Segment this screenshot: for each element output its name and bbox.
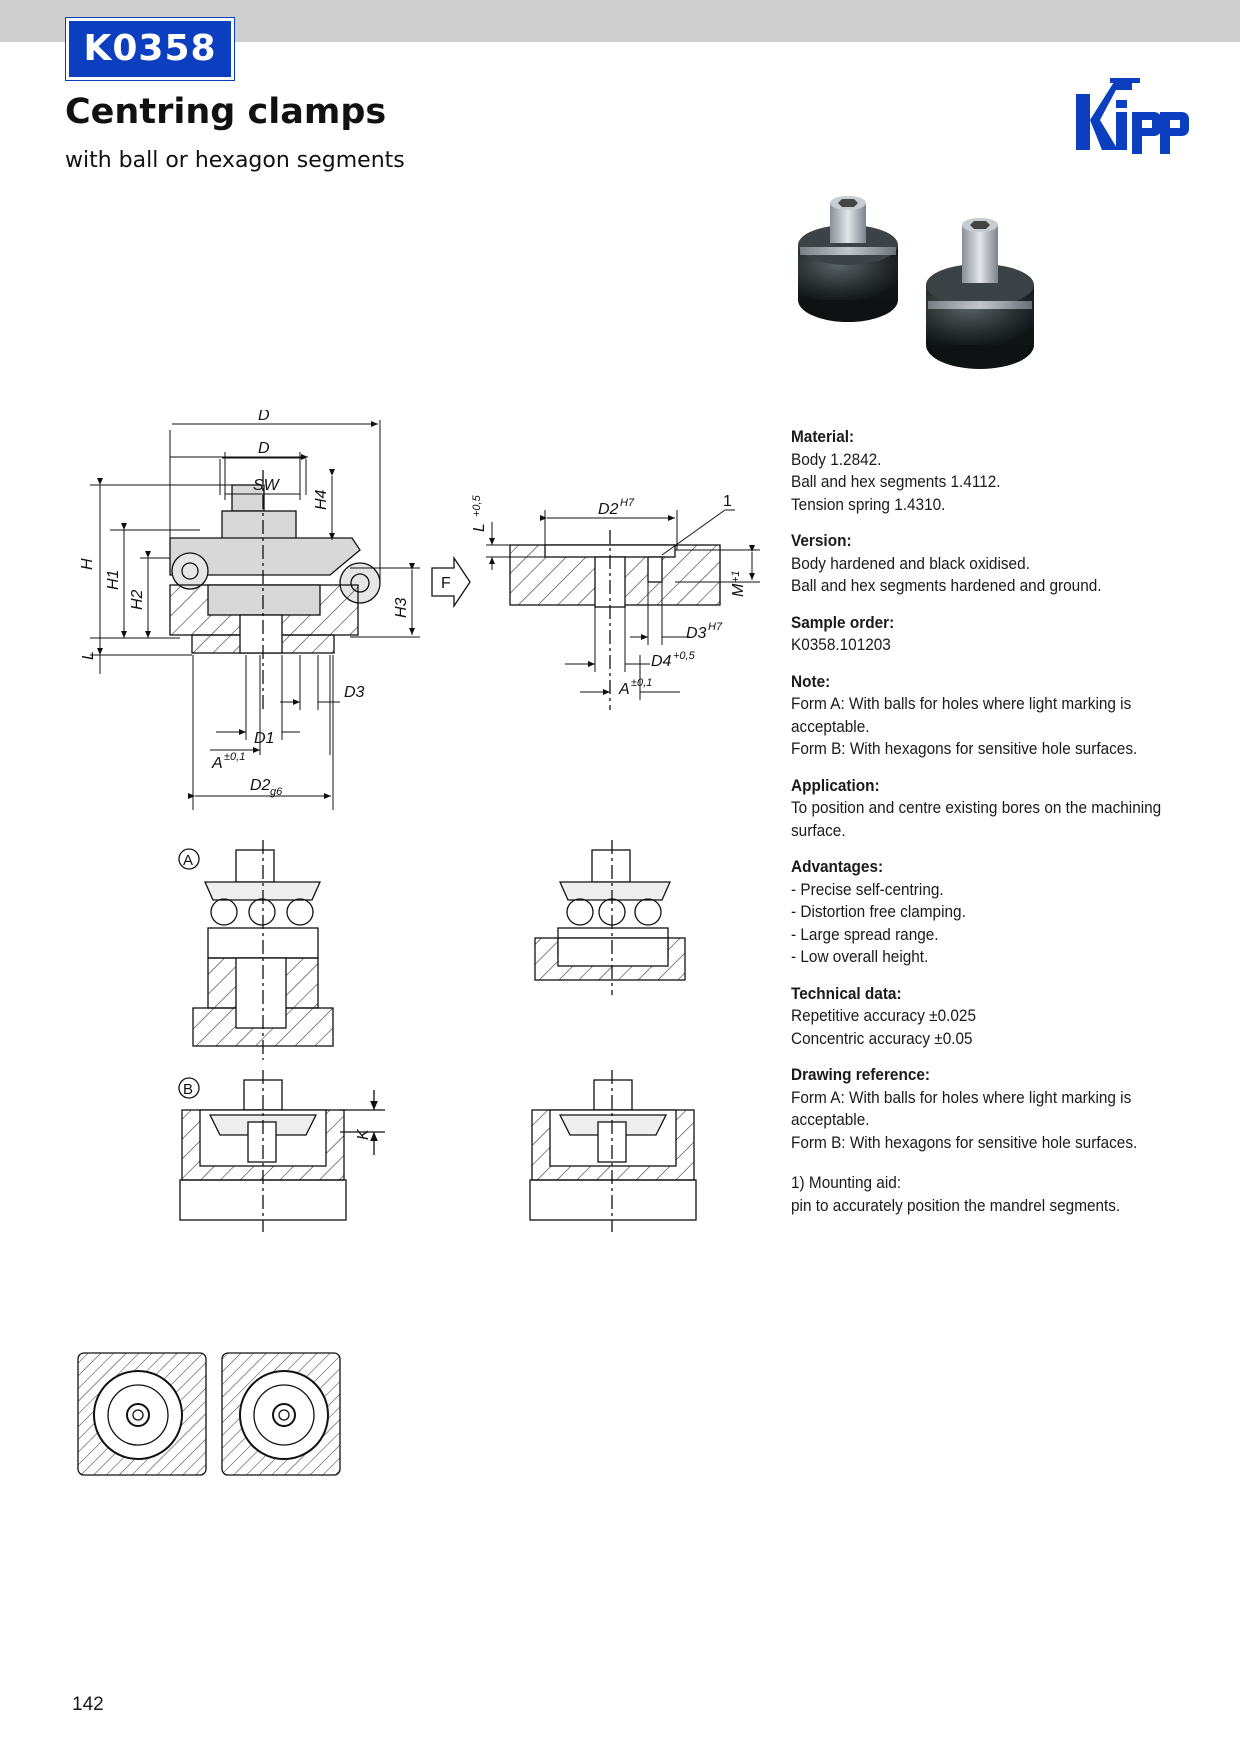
form-a-view-left: [192, 840, 334, 1060]
section-application: Application: To position and centre exis…: [791, 775, 1172, 843]
dim-label-l: L: [80, 651, 97, 660]
form-a-marker: [178, 848, 200, 870]
form-b-view-left: [179, 1070, 385, 1232]
dim-label-l-tol: +0,5: [471, 494, 483, 517]
form-b-view-right: [529, 1070, 697, 1232]
section-line: - Distortion free clamping.: [791, 903, 966, 921]
section-line: Body 1.2842.: [791, 450, 882, 469]
dim-label-h: H: [79, 558, 96, 570]
section-heading: Note:: [791, 672, 831, 691]
section-line: surface.: [791, 821, 846, 840]
bore-dimensions: [486, 509, 760, 700]
section-drawing-reference: Drawing reference: Form A: With balls fo…: [791, 1064, 1172, 1154]
dim-label-d3h7: D3: [686, 625, 707, 642]
dim-label-d-inner: D: [258, 440, 270, 457]
top-view-right: [221, 1352, 341, 1476]
dim-label-h4: H4: [313, 489, 330, 510]
section-heading: Application:: [791, 776, 880, 795]
product-photo: [798, 196, 1034, 369]
section-line: acceptable.: [791, 1111, 870, 1129]
section-material: Material: Body 1.2842. Ball and hex segm…: [791, 426, 1172, 516]
dim-label-d2h7: D2: [598, 501, 619, 518]
dim-label-d3: D3: [344, 684, 365, 701]
section-line: Concentric accuracy ±0.05: [791, 1029, 973, 1048]
dim-label-d4: D4: [651, 653, 672, 670]
section-heading: Material:: [791, 428, 855, 446]
footnote-ref: 1: [723, 493, 732, 510]
section-line: Repetitive accuracy ±0.025: [791, 1007, 976, 1025]
section-line: Form B: With hexagons for sensitive hole…: [791, 740, 1138, 758]
section-heading: Drawing reference:: [791, 1066, 931, 1084]
brand-logo: [1076, 78, 1189, 154]
section-line: - Precise self-centring.: [791, 880, 944, 899]
form-a-label: A: [183, 852, 193, 869]
section-line: Ball and hex segments hardened and groun…: [791, 577, 1102, 595]
dim-label-h3: H3: [393, 597, 410, 618]
dim-label-a2: A: [618, 681, 630, 698]
section-line: Ball and hex segments 1.4112.: [791, 473, 1001, 491]
page-subtitle: with ball or hexagon segments: [65, 148, 405, 173]
form-a-view-right: [534, 840, 686, 995]
section-line: - Low overall height.: [791, 948, 929, 966]
section-footnote: 1) Mounting aid: pin to accurately posit…: [791, 1172, 1172, 1217]
section-line: K0358.101203: [791, 636, 891, 654]
product-code-badge: K0358: [66, 18, 234, 80]
section-line: Form B: With hexagons for sensitive hole…: [791, 1133, 1138, 1152]
clamp-photo-left: [798, 196, 898, 322]
footnote-line: 1) Mounting aid:: [791, 1174, 902, 1192]
section-heading: Sample order:: [791, 613, 895, 632]
technical-drawing: D D SW H H1 H2 H4 H3 L D3 D1 A ±0,1 D2 g…: [77, 410, 760, 1476]
page-number: 142: [72, 1694, 104, 1715]
section-line: Form A: With balls for holes where light…: [791, 695, 1132, 713]
dim-label-a-tol: ±0,1: [224, 751, 245, 763]
section-line: Form A: With balls for holes where light…: [791, 1088, 1132, 1107]
section-line: acceptable.: [791, 717, 870, 736]
section-sample-order: Sample order: K0358.101203: [791, 612, 1172, 657]
main-dimensions: [90, 420, 420, 810]
section-technical-data: Technical data: Repetitive accuracy ±0.0…: [791, 983, 1172, 1051]
force-label: F: [441, 575, 451, 592]
form-b-label: B: [183, 1081, 193, 1098]
section-line: Body hardened and black oxidised.: [791, 554, 1030, 573]
section-line: - Large spread range.: [791, 925, 939, 944]
main-section-view: [169, 470, 381, 710]
info-column: Material: Body 1.2842. Ball and hex segm…: [791, 426, 1172, 1231]
dim-label-a: A: [211, 755, 223, 772]
force-arrow: [431, 555, 471, 609]
section-line: To position and centre existing bores on…: [791, 799, 1162, 817]
dim-label-a2-tol: ±0,1: [631, 677, 652, 689]
dim-label-d3-h7: H7: [708, 621, 723, 633]
dim-label-h7: H7: [620, 497, 635, 509]
section-heading: Advantages:: [791, 858, 884, 876]
dim-label-d-outer: D: [258, 410, 270, 424]
dim-label-m-tol: +1: [730, 570, 742, 583]
dim-label-d2g6: D2: [250, 777, 271, 794]
section-version: Version: Body hardened and black oxidise…: [791, 530, 1172, 598]
section-heading: Version:: [791, 532, 852, 550]
dim-label-d1: D1: [254, 730, 274, 747]
footnote-line: pin to accurately position the mandrel s…: [791, 1196, 1121, 1215]
dim-label-l-plus: L: [471, 523, 488, 532]
form-b-marker: [178, 1077, 200, 1099]
section-line: Tension spring 1.4310.: [791, 495, 946, 514]
dim-label-g6: g6: [270, 786, 283, 798]
page-title: Centring clamps: [65, 92, 387, 132]
dim-label-h1: H1: [105, 570, 122, 590]
dim-label-m: M: [730, 583, 747, 597]
section-note: Note: Form A: With balls for holes where…: [791, 671, 1172, 761]
dim-label-h2: H2: [129, 589, 146, 610]
top-view-left: [77, 1352, 207, 1476]
dim-label-d4-tol: +0,5: [673, 650, 696, 662]
bore-section-view: [509, 530, 721, 710]
section-advantages: Advantages: - Precise self-centring. - D…: [791, 856, 1172, 969]
dim-label-k: K: [355, 1128, 372, 1140]
dim-label-sw: SW: [253, 477, 281, 494]
section-heading: Technical data:: [791, 984, 902, 1003]
clamp-photo-right: [926, 218, 1034, 369]
